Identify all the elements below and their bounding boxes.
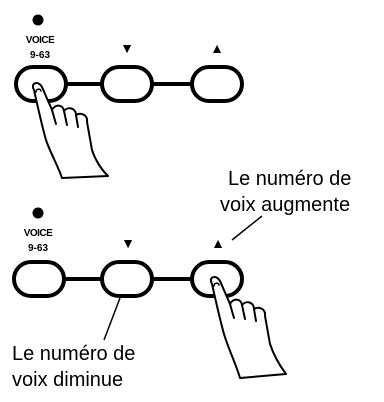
decrease-caption-line1: Le numéro de	[12, 343, 135, 365]
down-button[interactable]	[100, 65, 154, 103]
voice-indicator-dot	[32, 207, 44, 219]
voice-indicator-dot	[32, 14, 44, 26]
range-label: 9-63	[28, 243, 48, 254]
up-button[interactable]	[190, 65, 244, 103]
down-button[interactable]	[100, 260, 154, 298]
down-arrow-icon: ▼	[121, 235, 135, 251]
increase-leader-line	[231, 215, 263, 241]
increase-caption-line2: voix augmente	[220, 194, 350, 216]
voice-label: VOICE	[26, 35, 55, 46]
hand-pressing-voice-icon	[32, 82, 109, 179]
increase-caption-line1: Le numéro de	[228, 168, 351, 190]
voice-label: VOICE	[24, 228, 53, 239]
top-panel: VOICE 9-63 ▼ ▲	[14, 14, 244, 179]
decrease-callout: Le numéro de voix diminue	[12, 297, 135, 391]
up-arrow-icon: ▲	[211, 235, 225, 251]
decrease-leader-line	[103, 297, 121, 341]
decrease-caption-line2: voix diminue	[12, 369, 123, 391]
hand-pressing-up-icon	[210, 276, 287, 379]
up-arrow-icon: ▲	[210, 40, 224, 56]
increase-callout: Le numéro de voix augmente	[220, 168, 351, 241]
voice-button[interactable]	[12, 260, 66, 298]
range-label: 9-63	[30, 50, 50, 61]
bottom-panel: VOICE 9-63 ▼ ▲	[12, 207, 287, 379]
down-arrow-icon: ▼	[120, 40, 134, 56]
